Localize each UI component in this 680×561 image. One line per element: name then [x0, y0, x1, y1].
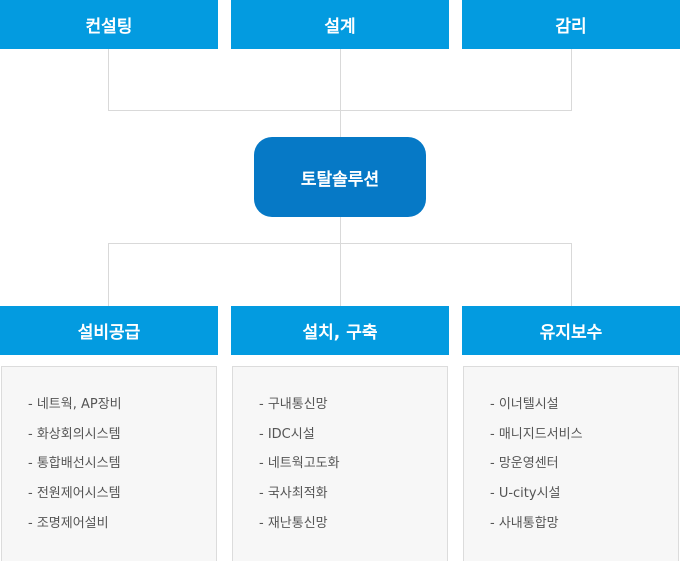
maintenance-list: - 이너텔시설 - 매니지드서비스 - 망운영센터 - U-city시설 - 사… — [463, 366, 679, 561]
bottom-box-equipment: 설비공급 — [0, 306, 218, 355]
list-item: - 이너텔시설 — [490, 397, 559, 412]
list-item: - IDC시설 — [259, 426, 315, 442]
installation-list: - 구내통신망 - IDC시설 - 네트웍고도화 - 국사최적화 - 재난통신망 — [232, 366, 448, 561]
list-item: - 재난통신망 — [259, 515, 328, 531]
connector-line — [340, 49, 341, 137]
list-item: - 화상회의시스템 — [28, 426, 121, 442]
connector-line — [108, 110, 572, 111]
list-item: - 조명제어설비 — [28, 515, 109, 531]
list-item: - 매니지드서비스 — [490, 426, 583, 442]
list-item: - 국사최적화 — [259, 486, 328, 502]
list-item: - U-city시설 — [490, 486, 561, 502]
list-item: - 사내통합망 — [490, 515, 559, 531]
connector-line — [108, 243, 572, 244]
connector-line — [571, 49, 572, 110]
connector-line — [571, 243, 572, 306]
list-item: - 망운영센터 — [490, 456, 559, 472]
center-box-total-solution: 토탈솔루션 — [254, 137, 426, 217]
bottom-box-installation: 설치, 구축 — [231, 306, 449, 355]
list-item: - 전원제어시스템 — [28, 486, 121, 502]
top-box-supervision: 감리 — [462, 0, 680, 49]
connector-line — [108, 243, 109, 306]
list-item: - 네트웍고도화 — [259, 456, 340, 472]
top-box-design: 설계 — [231, 0, 449, 49]
connector-line — [340, 217, 341, 306]
top-box-consulting: 컨설팅 — [0, 0, 218, 49]
connector-line — [108, 49, 109, 110]
list-item: - 구내통신망 — [259, 397, 328, 412]
list-item: - 통합배선시스템 — [28, 456, 121, 472]
list-item: - 네트웍, AP장비 — [28, 397, 122, 412]
bottom-box-maintenance: 유지보수 — [462, 306, 680, 355]
equipment-list: - 네트웍, AP장비 - 화상회의시스템 - 통합배선시스템 - 전원제어시스… — [1, 366, 217, 561]
